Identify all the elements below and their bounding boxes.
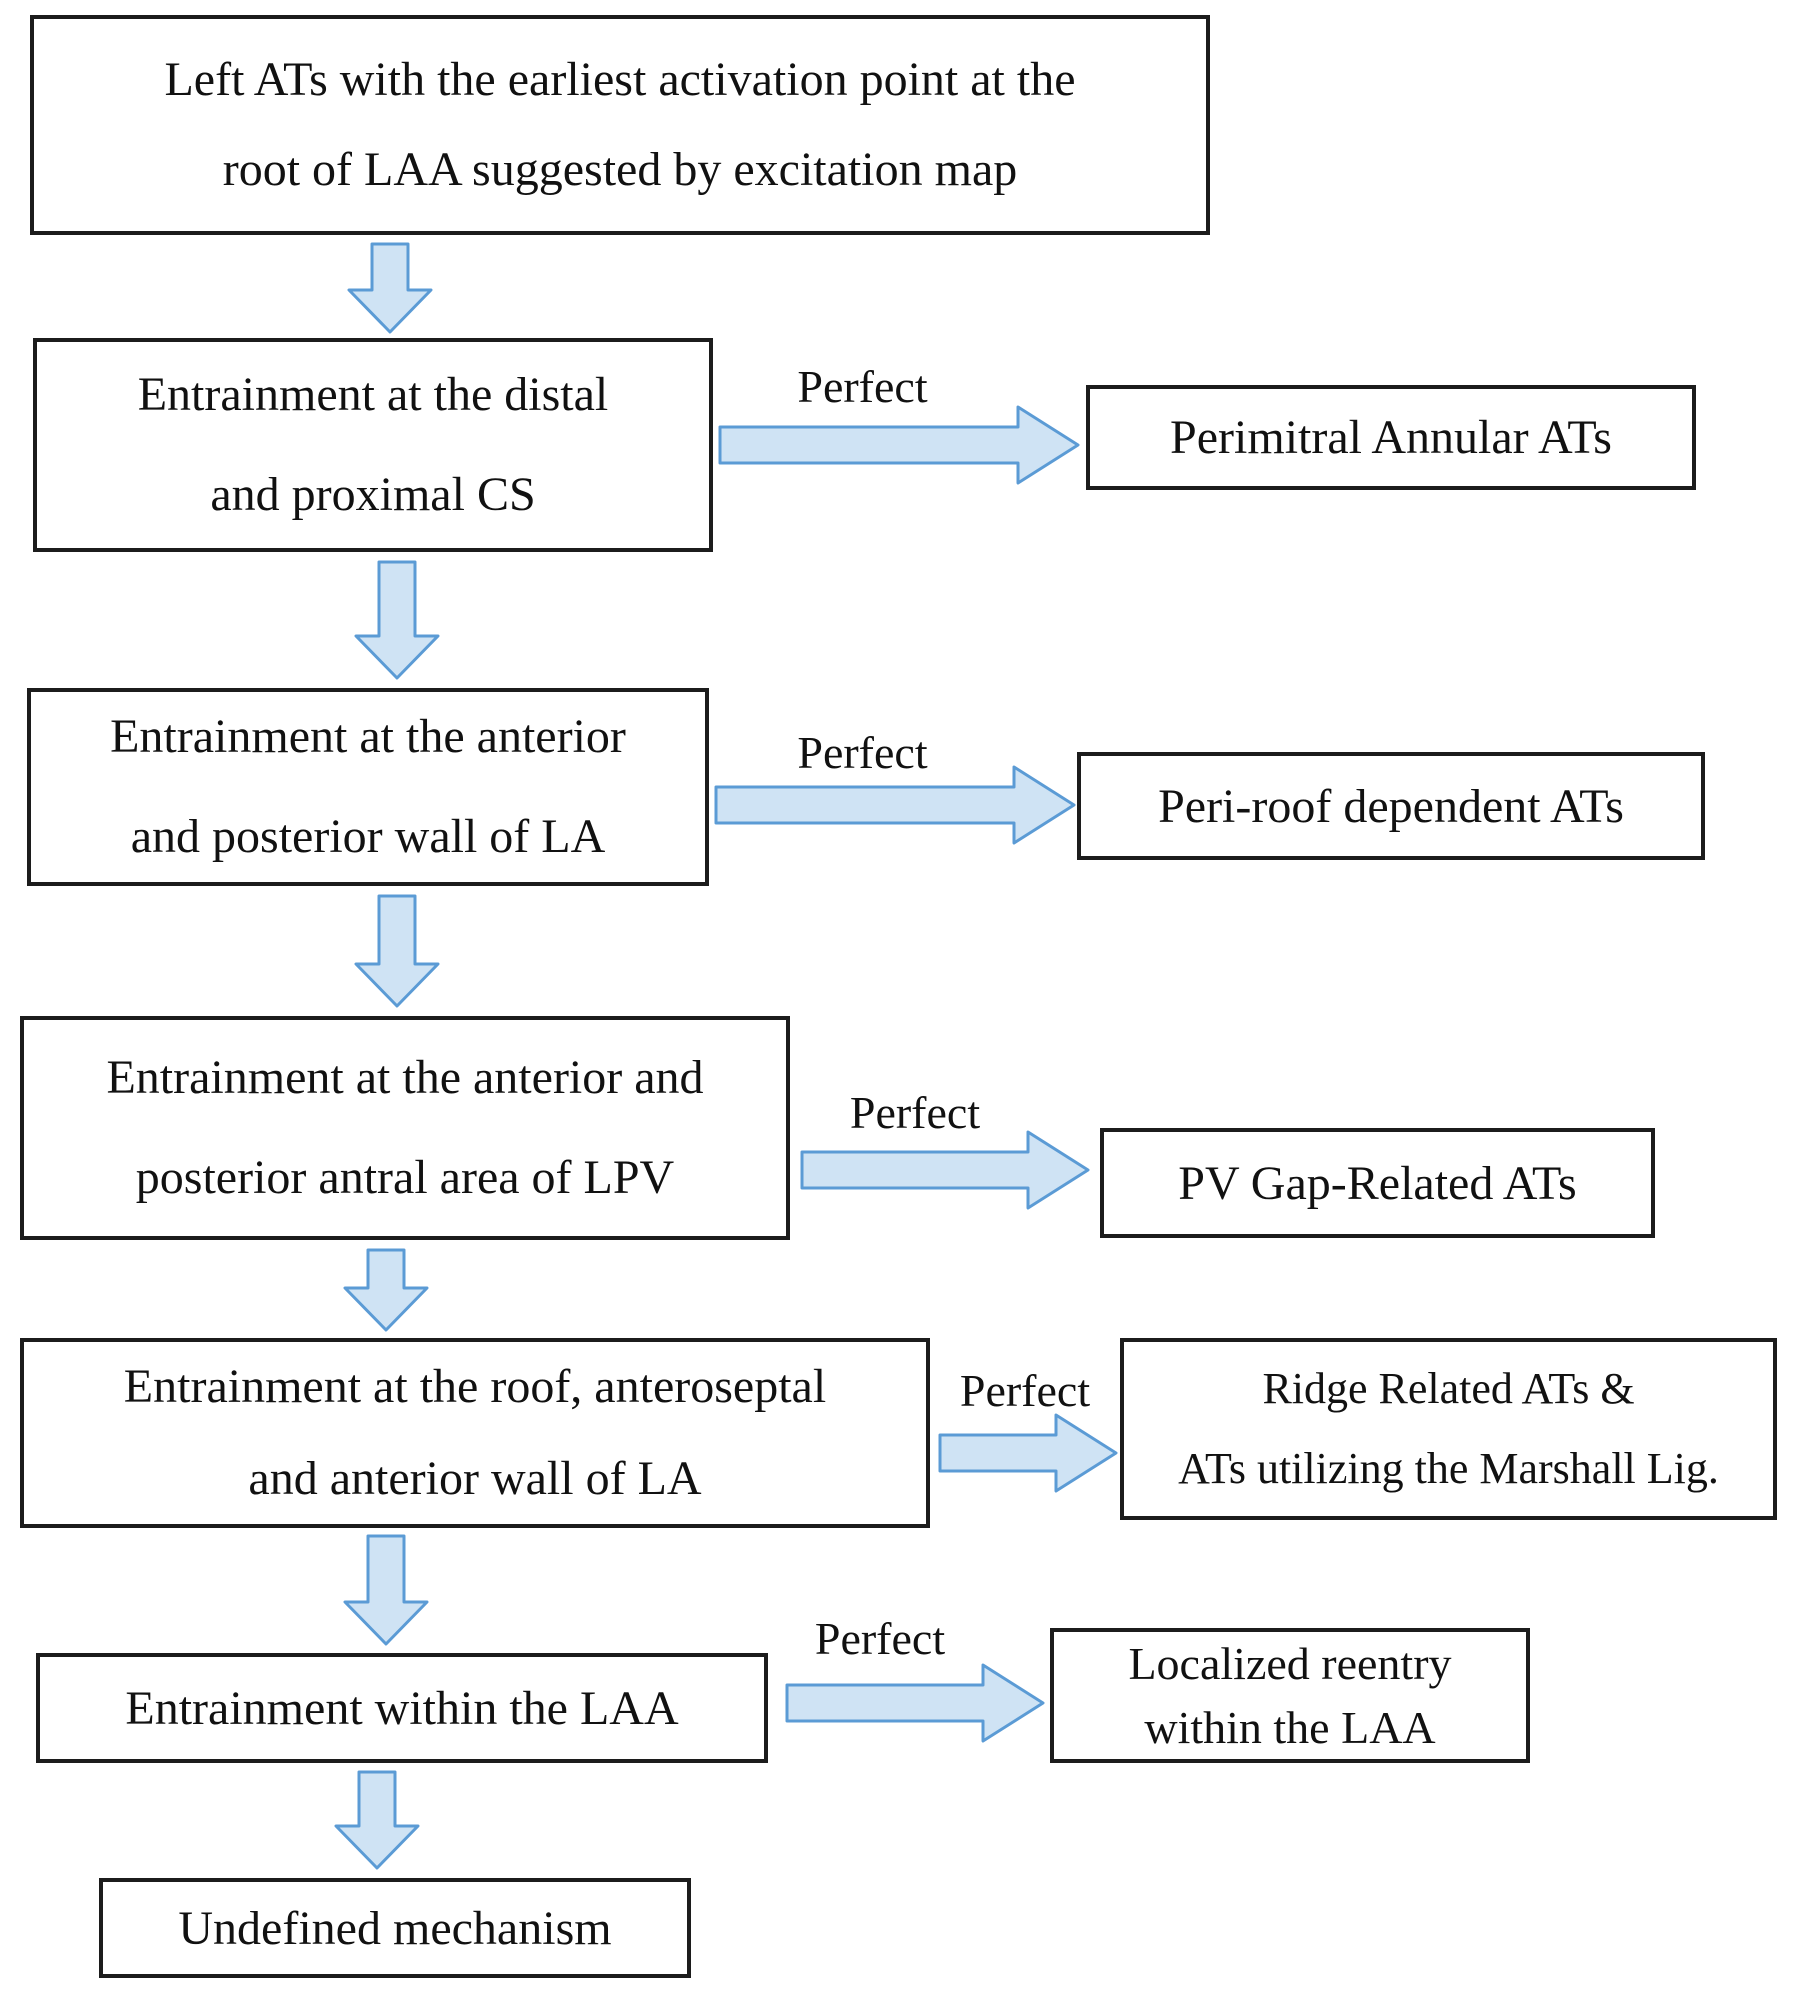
right-arrow-icon (800, 1130, 1090, 1210)
down-arrow-icon (354, 560, 440, 680)
node-text: and posterior wall of LA (130, 810, 606, 863)
node-text: and anterior wall of LA (248, 1452, 702, 1505)
down-arrow-icon (354, 894, 440, 1008)
down-arrow-icon (347, 242, 433, 334)
node-ridge-related-marshall-ats: Ridge Related ATs & ATs utilizing the Ma… (1120, 1338, 1777, 1520)
connector-label-perfect: Perfect (849, 1087, 981, 1138)
node-text: and proximal CS (210, 468, 536, 521)
node-text: Entrainment within the LAA (125, 1681, 679, 1735)
node-text: root of LAA suggested by excitation map (222, 143, 1018, 196)
node-text: Localized reentry (1128, 1637, 1452, 1689)
node-undefined-mechanism: Undefined mechanism (99, 1878, 691, 1978)
node-localized-reentry-laa: Localized reentry within the LAA (1050, 1628, 1530, 1763)
node-entrainment-anterior-posterior-wall-la: Entrainment at the anterior and posterio… (27, 688, 709, 886)
node-text: Ridge Related ATs & (1262, 1364, 1635, 1413)
node-left-ats-start: Left ATs with the earliest activation po… (30, 15, 1210, 235)
node-text: Entrainment at the anterior (110, 710, 626, 763)
right-arrow-icon (718, 405, 1080, 485)
node-text: Entrainment at the roof, anteroseptal (123, 1360, 827, 1413)
connector-label-perfect: Perfect (959, 1365, 1091, 1416)
node-text: PV Gap-Related ATs (1178, 1156, 1577, 1210)
node-entrainment-antral-area-lpv: Entrainment at the anterior and posterio… (20, 1016, 790, 1240)
node-text: Entrainment at the distal (137, 368, 609, 421)
node-text: posterior antral area of LPV (135, 1151, 675, 1204)
right-arrow-icon (714, 765, 1076, 845)
down-arrow-icon (334, 1770, 420, 1870)
node-entrainment-distal-proximal-cs: Entrainment at the distal and proximal C… (33, 338, 713, 552)
down-arrow-icon (343, 1248, 429, 1332)
node-peri-roof-dependent-ats: Peri-roof dependent ATs (1077, 752, 1705, 860)
node-text: Undefined mechanism (178, 1901, 612, 1955)
connector-label-perfect: Perfect (797, 727, 928, 778)
right-arrow-icon (785, 1663, 1045, 1743)
down-arrow-icon (343, 1534, 429, 1646)
node-text: ATs utilizing the Marshall Lig. (1178, 1444, 1719, 1493)
node-text: Entrainment at the anterior and (106, 1051, 704, 1104)
node-text: Peri-roof dependent ATs (1158, 779, 1624, 833)
node-entrainment-within-laa: Entrainment within the LAA (36, 1653, 768, 1763)
node-entrainment-roof-anteroseptal-anterior-la: Entrainment at the roof, anteroseptal an… (20, 1338, 930, 1528)
connector-label-perfect: Perfect (797, 361, 928, 412)
node-text: within the LAA (1144, 1701, 1436, 1753)
node-pv-gap-related-ats: PV Gap-Related ATs (1100, 1128, 1655, 1238)
node-perimitral-annular-ats: Perimitral Annular ATs (1086, 385, 1696, 490)
right-arrow-icon (938, 1413, 1118, 1493)
node-text: Left ATs with the earliest activation po… (164, 53, 1076, 106)
connector-label-perfect: Perfect (814, 1613, 946, 1664)
node-text: Perimitral Annular ATs (1170, 411, 1612, 464)
